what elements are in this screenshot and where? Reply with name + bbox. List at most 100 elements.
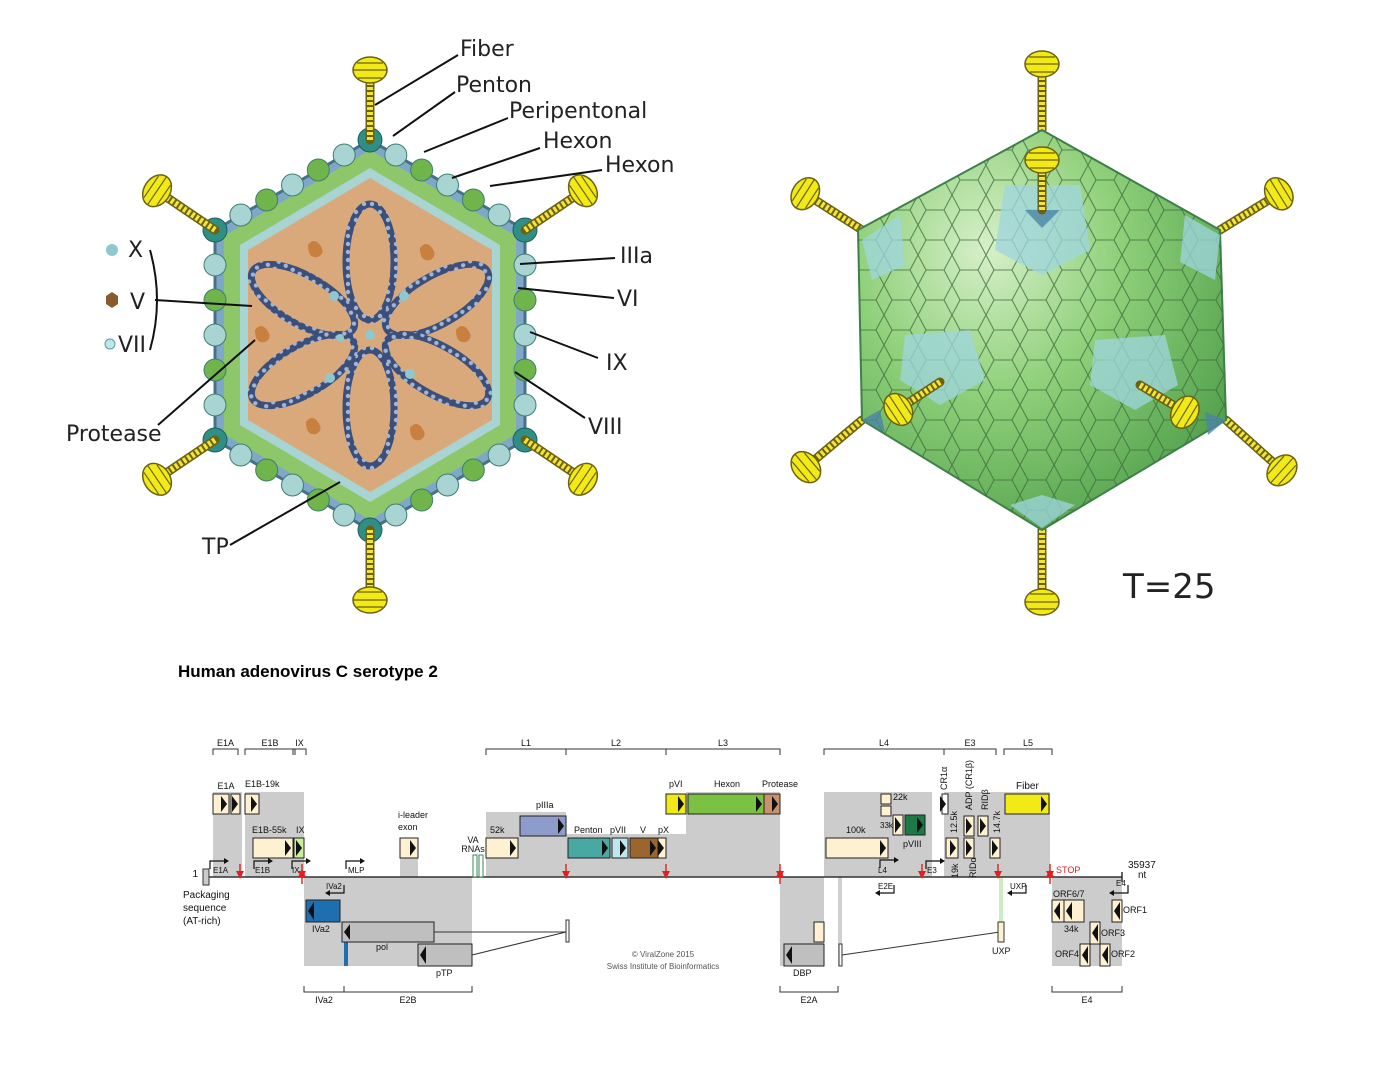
region-bracket xyxy=(943,748,997,755)
gene-label-ridb: RIDβ xyxy=(980,789,990,810)
region-label-e4: E4 xyxy=(1081,995,1092,1005)
genome-title: Human adenovirus C serotype 2 xyxy=(178,662,438,681)
gene-22k-b xyxy=(880,805,892,817)
gene-label-exon: exon xyxy=(398,822,418,832)
gene-label-e1b55k: E1B-55k xyxy=(252,825,287,835)
gene-piiia xyxy=(519,815,567,837)
region-label-l2: L2 xyxy=(611,738,621,748)
gene-22k-a xyxy=(880,793,892,805)
gene-ridb-arrow xyxy=(980,818,986,834)
fiber-shaft-fill xyxy=(161,437,217,478)
region-label-e1b: E1B xyxy=(261,738,278,748)
gene-label-ix: IX xyxy=(296,825,305,835)
gene-label-orf1: ORF1 xyxy=(1123,905,1147,915)
gene-dbp-arrow xyxy=(786,946,792,964)
region-bracket xyxy=(779,986,839,993)
capsomer xyxy=(203,358,227,382)
gene-v-arrow xyxy=(650,840,656,856)
genome-length-unit: nt xyxy=(1138,870,1147,881)
gene-piiia-arrow xyxy=(558,818,564,834)
fiber-shaft xyxy=(807,193,867,235)
region-label-l4: L4 xyxy=(879,738,889,748)
gene-orf2-arrow xyxy=(1102,946,1108,964)
capsomer xyxy=(281,473,304,497)
gene-label-rida: RIDα xyxy=(968,857,978,878)
region-bracket xyxy=(244,748,296,755)
capsomer xyxy=(203,288,227,312)
capsomer xyxy=(410,488,434,512)
splice-exon xyxy=(565,919,570,943)
fiber-knob xyxy=(352,586,388,614)
credit-line-2: Swiss Institute of Bioinformatics xyxy=(607,962,719,971)
promoter-ix xyxy=(291,860,306,869)
gene-penton xyxy=(567,837,611,859)
gene-e1a-1-arrow xyxy=(221,796,227,812)
gene-e2a-exon xyxy=(813,921,825,943)
region-label-l1: L1 xyxy=(521,738,531,748)
region-label-ix: IX xyxy=(295,738,304,748)
splice-line xyxy=(471,931,567,956)
gene-protease-arrow xyxy=(772,796,778,812)
gene-cr1a-arrow xyxy=(940,796,946,812)
gene-pviii-arrow xyxy=(917,817,923,833)
region-bracket xyxy=(565,748,667,755)
gene-ileader-arrow xyxy=(410,840,416,856)
promoter-iva2 xyxy=(330,885,345,894)
capsomer xyxy=(436,173,459,197)
gene-147k-arrow xyxy=(992,840,998,856)
gene-52k-arrow xyxy=(510,840,516,856)
gene-pvi xyxy=(665,793,687,815)
label-vii: VII xyxy=(118,333,146,358)
label-hexon-1: Hexon xyxy=(543,129,612,154)
gene-label-pvi: pVI xyxy=(669,779,683,789)
e2a-exon-thin xyxy=(838,943,843,967)
gene-label-e1a: E1A xyxy=(217,781,234,791)
gene-100k xyxy=(825,837,889,859)
region-label-e1a: E1A xyxy=(217,738,234,748)
gene-fiber xyxy=(1004,793,1050,815)
gene-label-dbp: DBP xyxy=(793,968,812,978)
gene-rida-arrow xyxy=(966,840,972,856)
capsomer xyxy=(306,488,330,512)
capsomer xyxy=(281,173,304,197)
label-penton: Penton xyxy=(456,73,532,98)
capsomer xyxy=(255,458,279,482)
genome-length: 35937 xyxy=(1128,860,1156,871)
label-peripentonal: Peripentonal xyxy=(509,99,647,124)
region-bracket xyxy=(823,748,945,755)
fiber-knob xyxy=(1263,177,1294,211)
label-v: V xyxy=(130,290,145,315)
promoter-ix-label: IX xyxy=(292,866,300,875)
gene-hexon xyxy=(687,793,765,815)
gene-pviii xyxy=(904,814,926,836)
gene-label-ptp: pTP xyxy=(436,968,453,978)
gene-label-pvii: pVII xyxy=(610,825,626,835)
gene-125k-arrow xyxy=(950,840,956,856)
promoter-l4-arrow xyxy=(894,857,899,863)
gene-label-penton: Penton xyxy=(574,825,603,835)
gene-33k-arrow xyxy=(895,817,901,833)
region-label-e3: E3 xyxy=(964,738,975,748)
fiber-knob xyxy=(790,176,821,211)
gene-uxp xyxy=(997,921,1005,943)
capsomer xyxy=(461,458,485,482)
gene-label-52k: 52k xyxy=(490,825,505,835)
fiber-shaft-fill xyxy=(1223,417,1279,468)
gene-label-v: V xyxy=(640,825,646,835)
promoter-l4-label: L4 xyxy=(878,866,887,875)
gene-label-orf3: ORF3 xyxy=(1101,928,1125,938)
gene-label-orf2: ORF2 xyxy=(1111,949,1135,959)
gene-orf1-arrow xyxy=(1114,902,1120,920)
polya-down-5-head xyxy=(918,871,926,879)
promoter-e1a-label: E1A xyxy=(213,866,229,875)
region-label-l3: L3 xyxy=(718,738,728,748)
capsomer xyxy=(255,188,279,212)
gene-px-arrow xyxy=(658,840,664,856)
capsomer xyxy=(513,288,537,312)
gene-iva2-exon xyxy=(344,922,348,966)
gene-e1a-2-arrow xyxy=(232,796,238,812)
fiber-shaft-fill xyxy=(903,379,942,408)
va-rna-2 xyxy=(478,854,484,878)
